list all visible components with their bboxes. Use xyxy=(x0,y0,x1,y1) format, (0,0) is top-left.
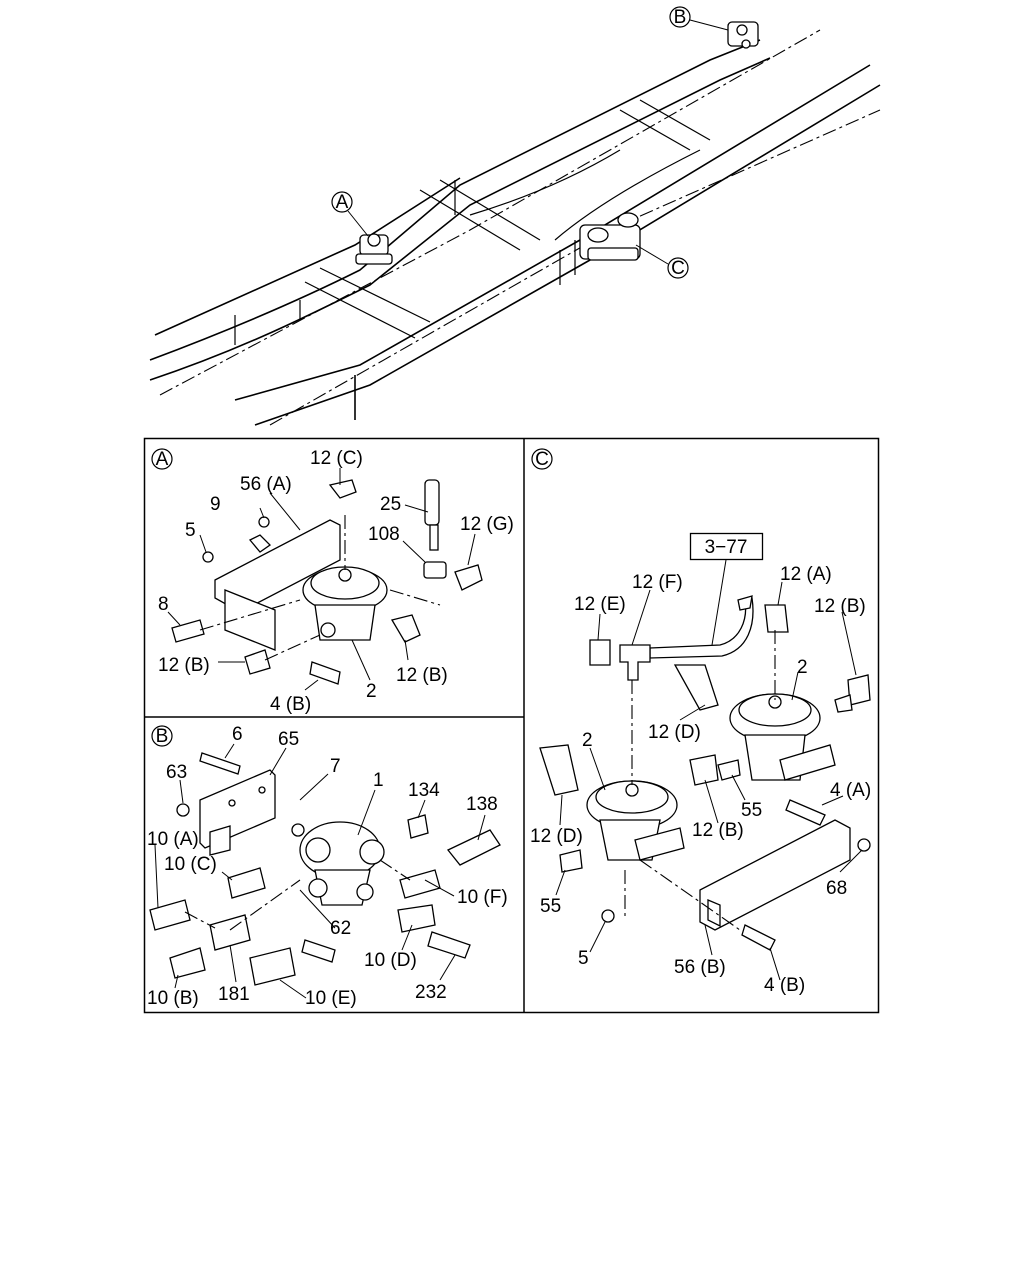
label-12c: 12 (C) xyxy=(310,448,363,469)
label-12b-left: 12 (B) xyxy=(158,655,210,676)
bracket-65 xyxy=(199,769,276,856)
label-12f: 12 (F) xyxy=(632,572,683,593)
label-6: 6 xyxy=(232,724,243,745)
label-2-a: 2 xyxy=(366,681,377,702)
label-9: 9 xyxy=(210,494,221,515)
label-12d-right: 12 (D) xyxy=(648,722,701,743)
callout-circle-a xyxy=(331,191,353,213)
panel-a: A xyxy=(151,448,514,715)
callout-circle-c xyxy=(667,257,689,279)
label-4a: 4 (A) xyxy=(830,780,871,801)
label-5-c: 5 xyxy=(578,948,589,969)
label-5-a: 5 xyxy=(185,520,196,541)
leaders-c xyxy=(555,581,863,981)
label-7: 7 xyxy=(330,756,341,777)
label-12d-left: 12 (D) xyxy=(530,826,583,847)
clamp-b-drawing xyxy=(727,21,759,49)
label-55-left: 55 xyxy=(540,896,561,917)
callout-b: B xyxy=(674,7,687,28)
panel-a-letter: A xyxy=(156,449,169,470)
callout-a: A xyxy=(336,192,349,213)
callout-circle-b xyxy=(669,6,691,28)
label-56a: 56 (A) xyxy=(240,474,292,495)
valve-1 xyxy=(299,821,385,906)
label-12e: 12 (E) xyxy=(574,594,626,615)
label-232: 232 xyxy=(415,982,447,1003)
label-12g: 12 (G) xyxy=(460,514,514,535)
fittings-b xyxy=(149,752,501,986)
leaders-a xyxy=(167,468,476,691)
label-2-left: 2 xyxy=(582,730,593,751)
panel-b-letter: B xyxy=(156,726,169,747)
label-10e: 10 (E) xyxy=(305,988,357,1009)
clamp-a-drawing xyxy=(355,233,393,265)
label-8: 8 xyxy=(158,594,169,615)
tubing-c xyxy=(649,595,754,659)
label-10a: 10 (A) xyxy=(147,829,199,850)
label-10c: 10 (C) xyxy=(164,854,217,875)
label-181: 181 xyxy=(218,984,250,1005)
label-62: 62 xyxy=(330,918,351,939)
label-63: 63 xyxy=(166,762,187,783)
panel-b: B xyxy=(147,724,508,1009)
chassis-frame-drawing: B A C xyxy=(149,6,881,426)
label-4b-a: 4 (B) xyxy=(270,694,311,715)
label-56b: 56 (B) xyxy=(674,957,726,978)
label-10d: 10 (D) xyxy=(364,950,417,971)
label-10b: 10 (B) xyxy=(147,988,199,1009)
label-134: 134 xyxy=(408,780,440,801)
valve-group-c-drawing xyxy=(579,212,641,261)
ref-box-text: 3−77 xyxy=(705,537,748,558)
leaders-b xyxy=(154,743,486,999)
callout-c: C xyxy=(671,258,685,279)
label-25: 25 xyxy=(380,494,401,515)
label-1: 1 xyxy=(373,770,384,791)
relay-valve-2-a xyxy=(302,566,388,641)
label-65: 65 xyxy=(278,729,299,750)
fittings-c xyxy=(539,604,871,951)
label-55-right: 55 xyxy=(741,800,762,821)
label-12b-top: 12 (B) xyxy=(814,596,866,617)
relay-valve-2-right xyxy=(729,693,836,781)
bracket-56b xyxy=(699,819,851,931)
label-12b-right: 12 (B) xyxy=(396,665,448,686)
relay-valve-2-left xyxy=(586,780,685,861)
label-138: 138 xyxy=(466,794,498,815)
ref-box xyxy=(689,532,764,561)
label-108: 108 xyxy=(368,524,400,545)
label-10f: 10 (F) xyxy=(457,887,508,908)
label-2-right: 2 xyxy=(797,657,808,678)
label-12b-mid: 12 (B) xyxy=(692,820,744,841)
panel-c-letter: C xyxy=(535,449,549,470)
panel-frames xyxy=(143,437,880,1014)
fittings-a xyxy=(171,479,483,685)
label-4b-c: 4 (B) xyxy=(764,975,805,996)
panel-c: C 3−77 xyxy=(530,448,871,996)
label-12a: 12 (A) xyxy=(780,564,832,585)
bracket-56a xyxy=(214,519,341,651)
label-68: 68 xyxy=(826,878,847,899)
